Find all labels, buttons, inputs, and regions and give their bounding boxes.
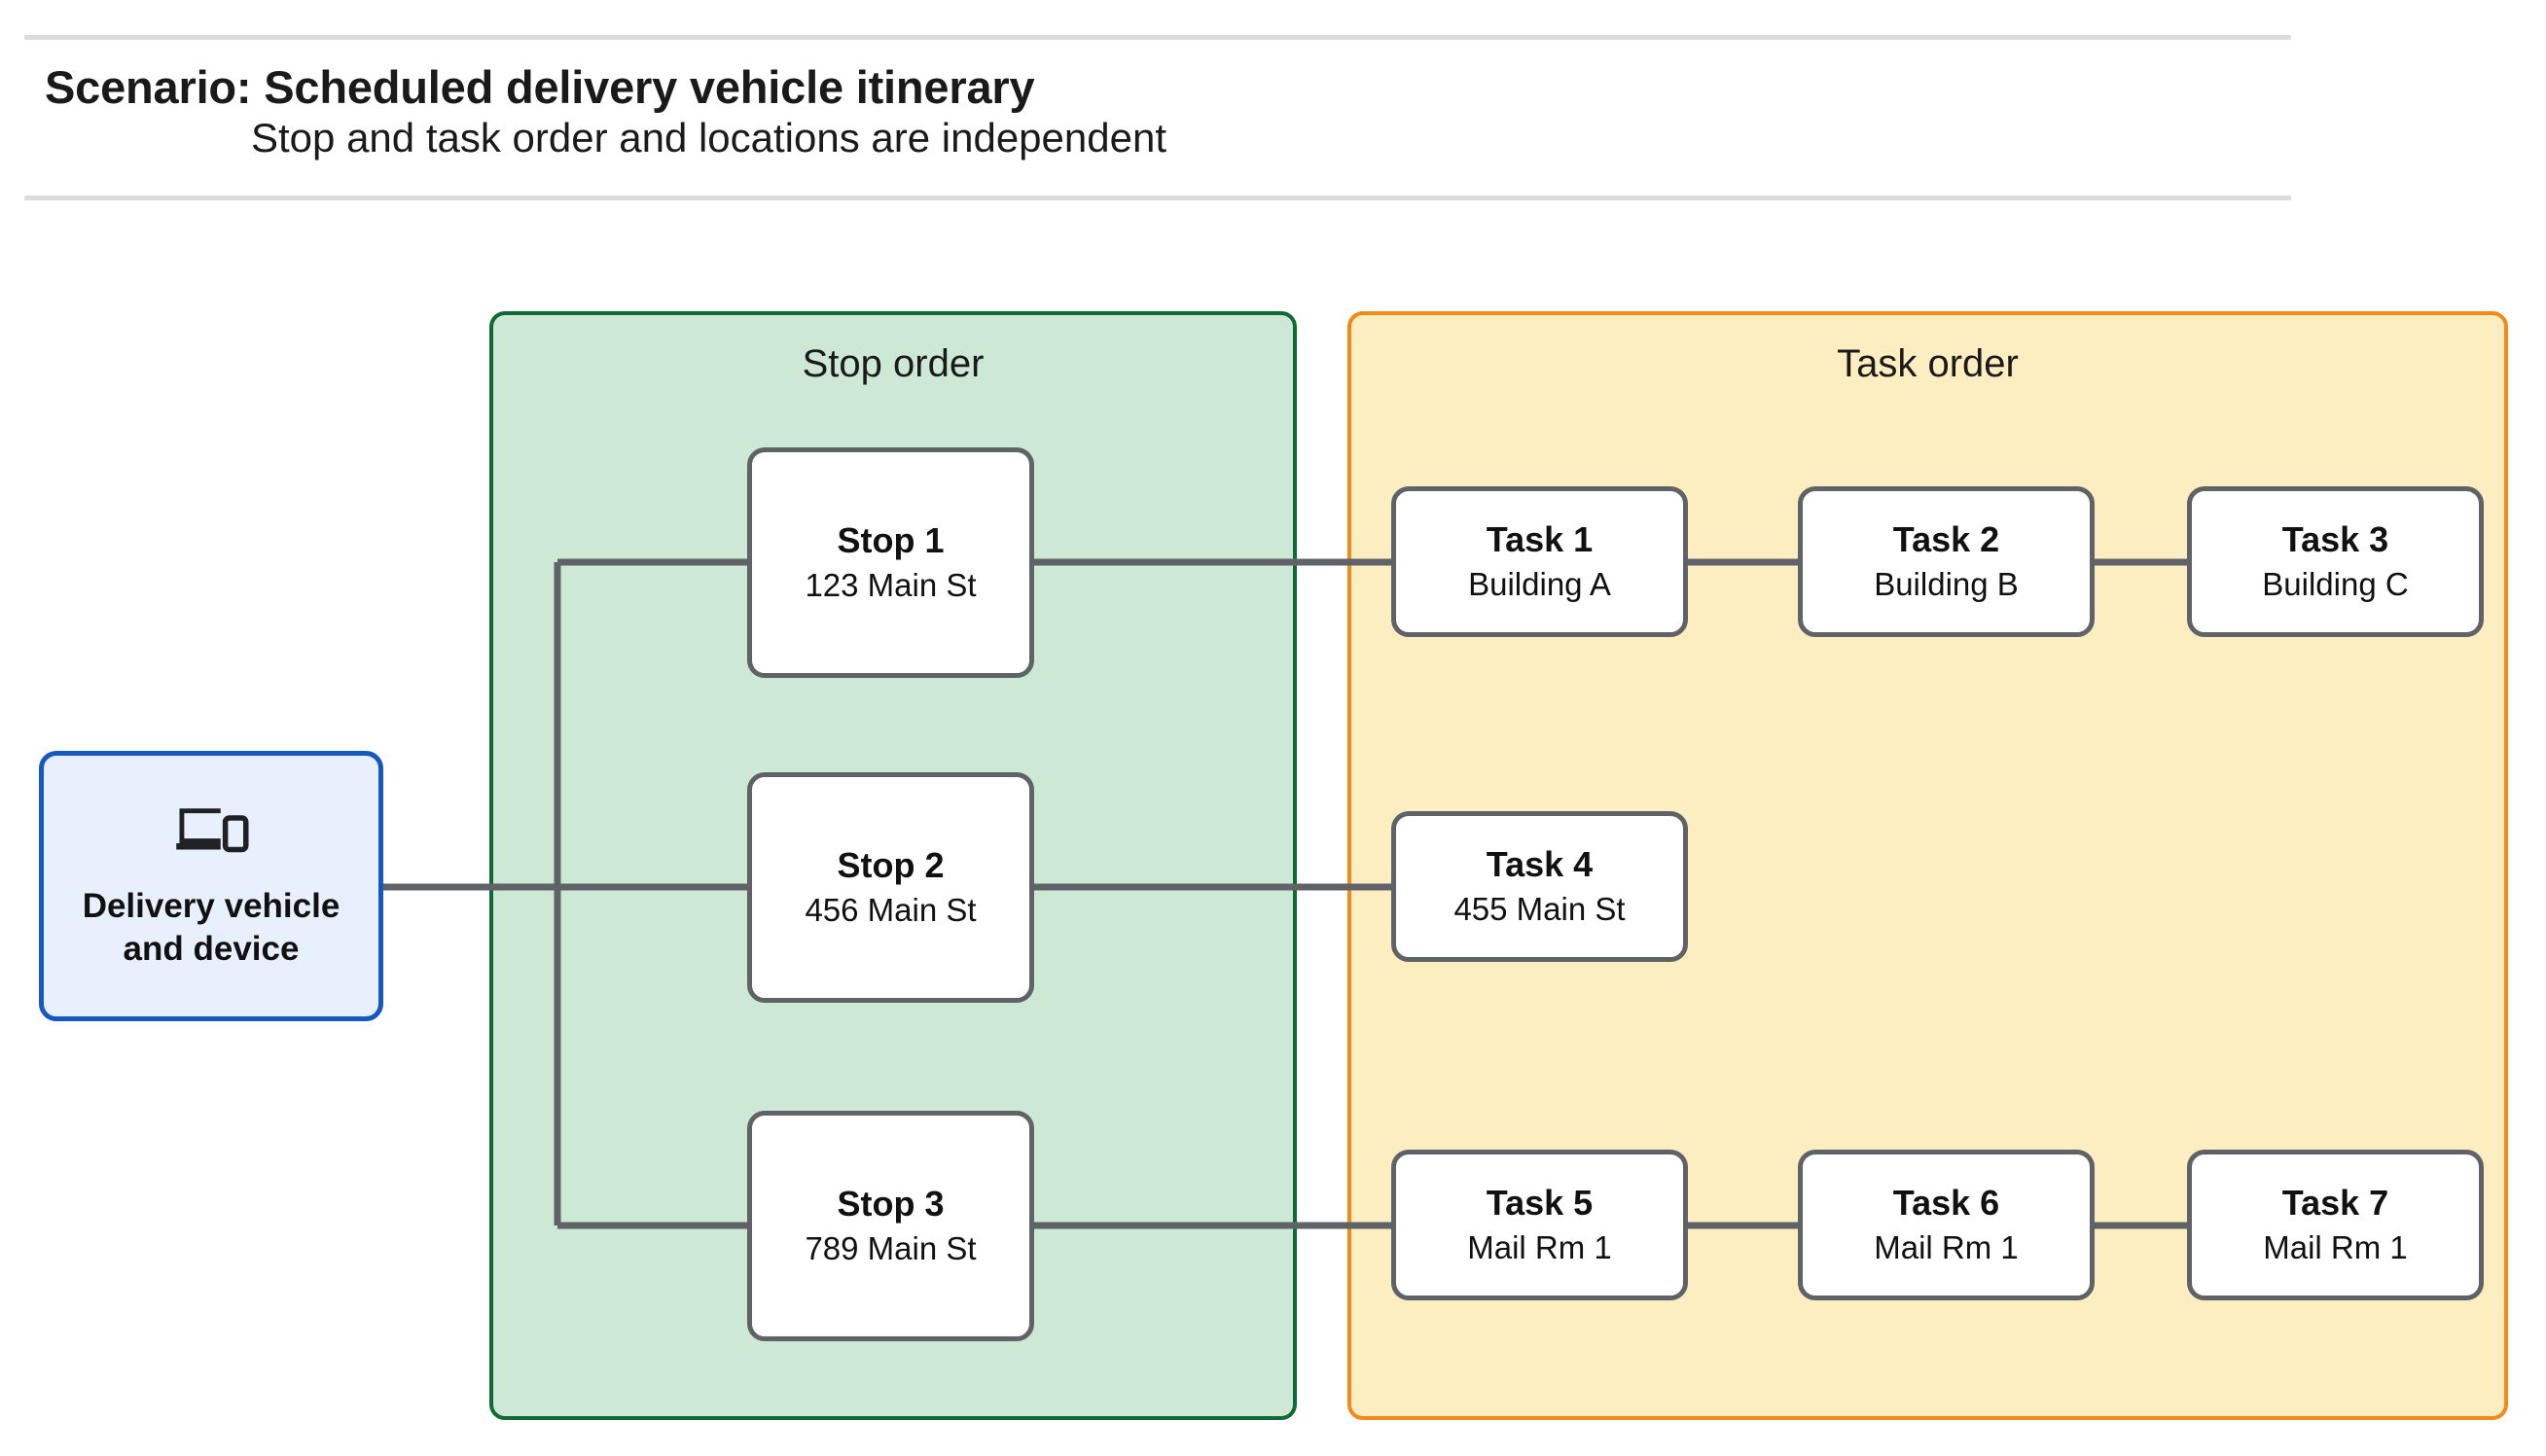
task-node-7-location: Mail Rm 1	[2263, 1229, 2408, 1266]
task-node-7[interactable]: Task 7 Mail Rm 1	[2187, 1150, 2484, 1300]
stop-node-3-location: 789 Main St	[805, 1230, 977, 1267]
task-node-6-location: Mail Rm 1	[1874, 1229, 2019, 1266]
stop-node-2-name: Stop 2	[837, 844, 945, 885]
task-node-3-location: Building C	[2262, 566, 2409, 603]
stop-node-3[interactable]: Stop 3 789 Main St	[747, 1111, 1034, 1341]
task-node-7-name: Task 7	[2281, 1182, 2389, 1223]
task-node-3[interactable]: Task 3 Building C	[2187, 486, 2484, 637]
stop-node-2-location: 456 Main St	[805, 892, 977, 929]
task-node-4-location: 455 Main St	[1453, 891, 1626, 928]
task-node-2-location: Building B	[1874, 566, 2019, 603]
stop-node-1[interactable]: Stop 1 123 Main St	[747, 447, 1034, 678]
delivery-vehicle-label-line1: Delivery vehicle	[82, 887, 341, 926]
header-divider-top	[24, 35, 2291, 40]
task-node-1-name: Task 1	[1486, 518, 1594, 559]
task-order-panel-title: Task order	[1837, 342, 2019, 385]
stop-node-1-name: Stop 1	[837, 519, 945, 560]
task-node-4[interactable]: Task 4 455 Main St	[1391, 811, 1688, 962]
task-node-3-name: Task 3	[2281, 518, 2389, 559]
task-node-5[interactable]: Task 5 Mail Rm 1	[1391, 1150, 1688, 1300]
delivery-vehicle-node[interactable]: Delivery vehicle and device	[39, 751, 383, 1021]
stop-order-panel-title: Stop order	[802, 342, 985, 385]
page-title: Scenario: Scheduled delivery vehicle iti…	[45, 61, 1035, 113]
delivery-vehicle-label-line2: and device	[123, 930, 300, 968]
page-subtitle: Stop and task order and locations are in…	[251, 115, 1167, 160]
task-node-6[interactable]: Task 6 Mail Rm 1	[1798, 1150, 2095, 1300]
stop-node-1-location: 123 Main St	[805, 567, 977, 604]
delivery-vehicle-label: Delivery vehicle and device	[83, 885, 341, 971]
task-node-1-location: Building A	[1468, 566, 1611, 603]
stop-node-3-name: Stop 3	[837, 1183, 945, 1224]
task-node-5-location: Mail Rm 1	[1467, 1229, 1612, 1266]
stop-node-2[interactable]: Stop 2 456 Main St	[747, 772, 1034, 1003]
task-node-2[interactable]: Task 2 Building B	[1798, 486, 2095, 637]
devices-icon	[176, 808, 249, 853]
task-node-6-name: Task 6	[1892, 1182, 2000, 1223]
task-node-4-name: Task 4	[1486, 843, 1594, 884]
header-divider-bottom	[24, 195, 2291, 200]
task-node-5-name: Task 5	[1486, 1182, 1594, 1223]
task-node-1[interactable]: Task 1 Building A	[1391, 486, 1688, 637]
task-node-2-name: Task 2	[1892, 518, 2000, 559]
